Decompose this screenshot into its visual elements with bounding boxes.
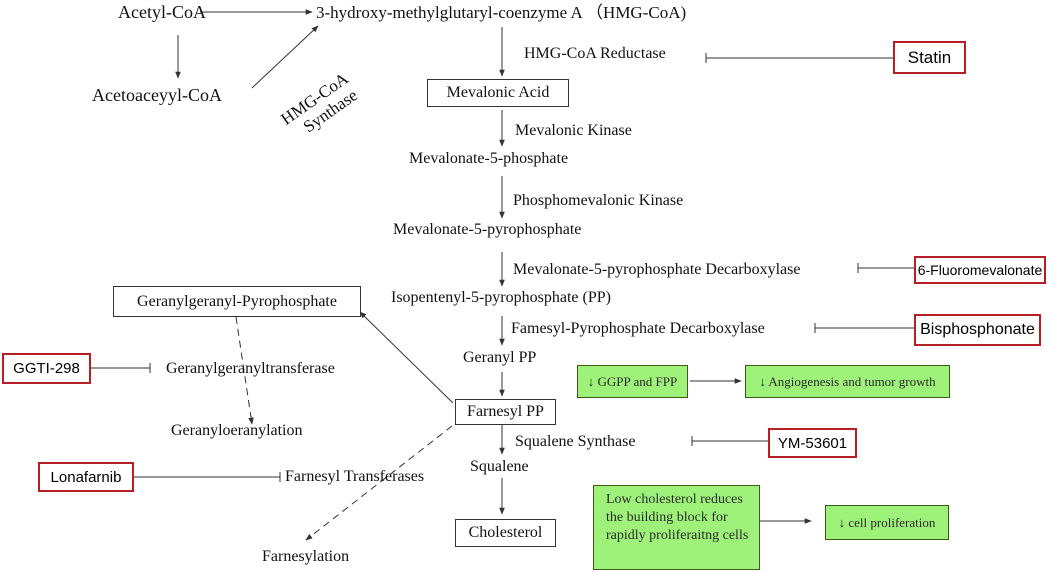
node-geranylgeranyl-pyrophosphate: Geranylgeranyl-Pyrophosphate (113, 286, 361, 317)
node-isopentenyl-pp: Isopentenyl-5-pyrophosphate (PP) (391, 289, 611, 306)
enzyme-mevalonic-kinase: Mevalonic Kinase (515, 122, 632, 139)
enzyme-phosphomevalonic-kinase: Phosphomevalonic Kinase (513, 192, 684, 209)
enzyme-hmg-coa-reductase: HMG-CoA Reductase (524, 45, 666, 62)
node-geranyloeranylation: Geranyloeranylation (171, 422, 303, 439)
enzyme-farnesyl-transferases: Farnesyl Transferases (285, 468, 425, 485)
effect-angiogenesis: ↓ Angiogenesis and tumor growth (745, 365, 950, 398)
enzyme-squalene-synthase: Squalene Synthase (515, 433, 636, 450)
inhibitor-6-fluoromevalonate: 6-Fluoromevalonate (914, 256, 1046, 284)
node-acetoacetyl-coa: Acetoaceyyl-CoA (92, 85, 222, 105)
node-cholesterol: Cholesterol (455, 519, 556, 547)
effect-low-cholesterol-text: Low cholesterol reduces the building blo… (606, 492, 749, 544)
effect-low-cholesterol: Low cholesterol reduces the building blo… (593, 485, 760, 570)
inhibitor-ym-53601: YM-53601 (768, 428, 857, 458)
effect-cell-proliferation: ↓ cell proliferation (825, 505, 949, 540)
arrow-acetoacetyl-to-hmg (251, 25, 319, 89)
arrow-farnesyl-to-ggpp (359, 311, 454, 404)
enzyme-geranylgeranyltransferase: Geranylgeranyltransferase (166, 360, 335, 377)
node-mevalonate-5-phosphate: Mevalonate-5-phosphate (409, 150, 569, 167)
inhibitor-bisphosphonate: Bisphosphonate (914, 314, 1041, 346)
inhibitor-ggti-298: GGTI-298 (2, 353, 91, 384)
enzyme-mevalonate-decarboxylase: Mevalonate-5-pyrophosphate Decarboxylase (513, 261, 801, 278)
inhibitor-lonafarnib: Lonafarnib (38, 462, 134, 492)
node-hmg-coa: 3-hydroxy-methylglutaryl-coenzyme A （HMG… (316, 3, 687, 22)
node-mevalonate-5-pyrophosphate: Mevalonate-5-pyrophosphate (393, 221, 582, 238)
enzyme-famesyl-decarboxylase: Famesyl-Pyrophosphate Decarboxylase (511, 320, 765, 337)
node-mevalonic-acid: Mevalonic Acid (427, 79, 569, 107)
node-acetyl-coa: Acetyl-CoA (118, 2, 206, 22)
node-farnesylation: Farnesylation (262, 548, 350, 565)
arrow-farnesyl-to-farnesylation (305, 425, 453, 541)
effect-ggpp-fpp: ↓ GGPP and FPP (577, 365, 688, 398)
inhibitor-statin: Statin (893, 41, 966, 74)
arrow-ggpp-to-ggylation (235, 316, 254, 425)
node-geranyl-pp: Geranyl PP (463, 349, 537, 366)
node-farnesyl-pp: Farnesyl PP (455, 399, 556, 425)
node-squalene: Squalene (470, 458, 529, 475)
